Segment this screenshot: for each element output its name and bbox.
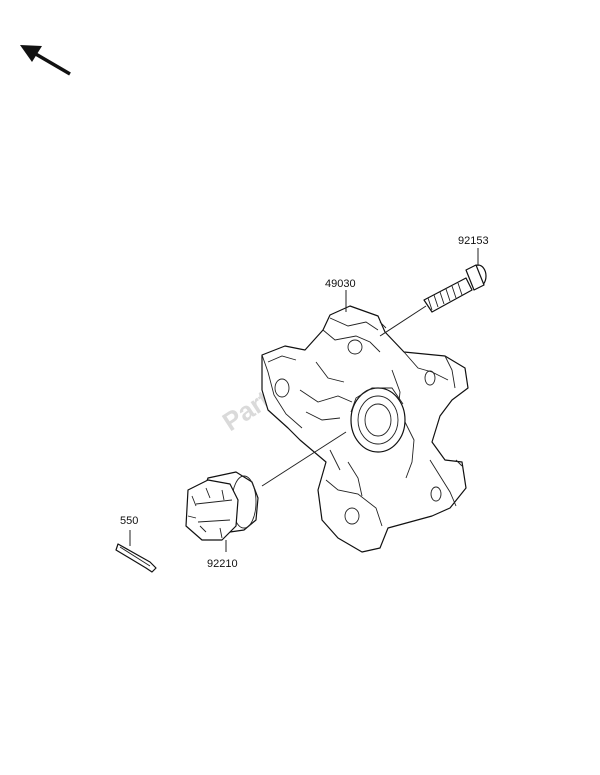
castle-nut-drawing: [185, 471, 259, 541]
hub-bolt-drawing: [423, 264, 487, 313]
wheel-hub-drawing: [261, 305, 469, 553]
part-label-92153[interactable]: 92153: [458, 235, 489, 247]
part-label-550[interactable]: 550: [120, 515, 138, 527]
part-label-49030[interactable]: 49030: [325, 278, 356, 290]
assembly-line-bolt: [379, 305, 427, 337]
part-label-92210[interactable]: 92210: [207, 558, 238, 570]
arrow-up-left-icon: [20, 45, 71, 76]
assembly-line-nut: [261, 431, 347, 487]
cotter-pin-drawing: [115, 543, 157, 573]
